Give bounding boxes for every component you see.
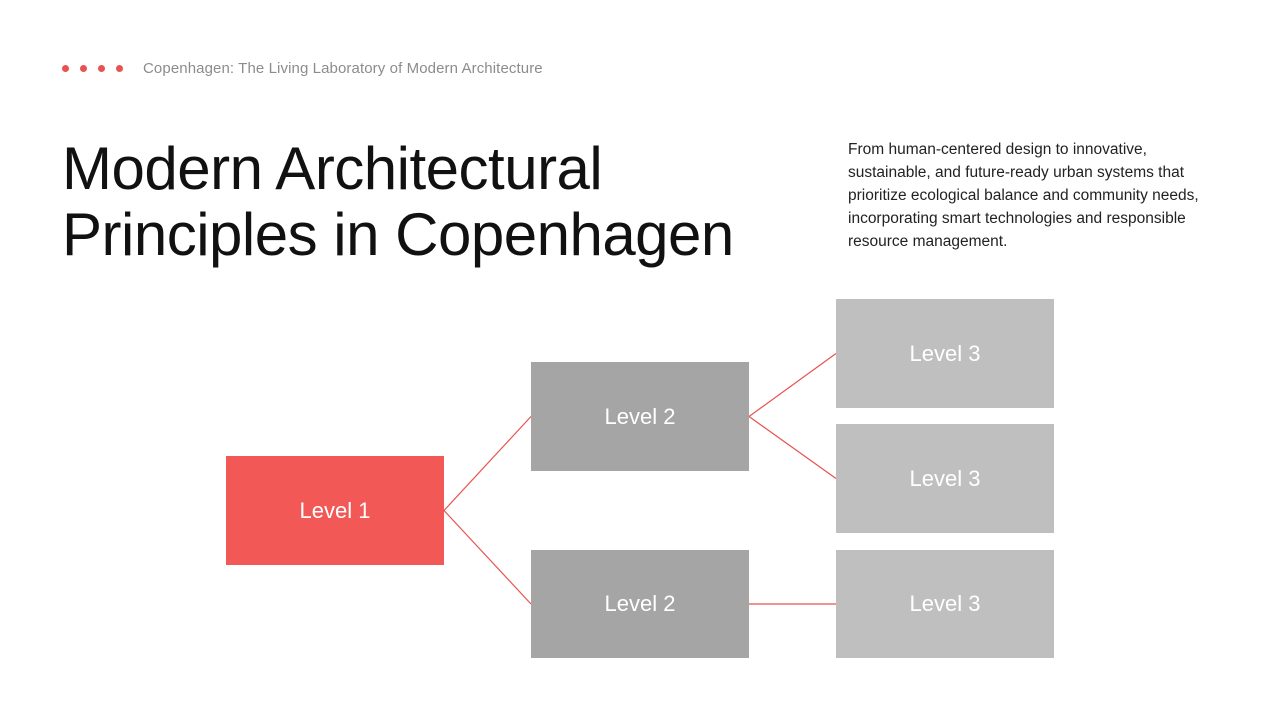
presentation-subtitle: Copenhagen: The Living Laboratory of Mod…	[143, 60, 543, 77]
page-title: Modern Architectural Principles in Copen…	[62, 136, 734, 268]
title-line-2: Principles in Copenhagen	[62, 201, 734, 268]
diagram-node-level-3: Level 3	[836, 550, 1054, 658]
connector-n1-n2b	[443, 510, 532, 605]
diagram-node-level-3: Level 3	[836, 299, 1054, 408]
dot	[80, 65, 87, 72]
diagram-node-label: Level 3	[909, 465, 981, 491]
diagram-node-label: Level 2	[604, 403, 676, 429]
diagram-node-label: Level 1	[299, 497, 371, 523]
title-line-1: Modern Architectural	[62, 135, 603, 202]
dot	[116, 65, 123, 72]
dot	[62, 65, 69, 72]
description-text: From human-centered design to innovative…	[848, 141, 1199, 250]
diagram-node-level-1: Level 1	[226, 456, 444, 565]
diagram-node-level-3: Level 3	[836, 424, 1054, 533]
diagram-node-label: Level 3	[909, 340, 981, 366]
connector-n2a-n3b	[748, 416, 837, 479]
diagram-node-label: Level 2	[604, 591, 676, 616]
diagram-node-level-2: Level 2	[531, 550, 749, 658]
dot	[98, 65, 105, 72]
diagram-node-level-2: Level 2	[531, 362, 749, 471]
diagram-node-label: Level 3	[909, 591, 981, 616]
connector-n2a-n3a	[748, 353, 837, 417]
connector-n1-n2a	[443, 416, 532, 511]
